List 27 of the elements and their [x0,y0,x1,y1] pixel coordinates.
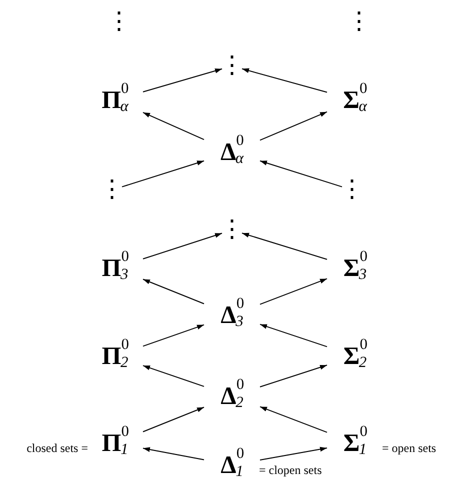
arrow [122,160,204,188]
arrow [260,160,342,188]
vertical-ellipsis: ⋮ [225,51,239,81]
arrow [242,232,328,260]
arrow [260,324,328,348]
vertical-ellipsis: ⋮ [345,175,359,205]
annotation-text: closed sets = [26,441,88,456]
annotation-text: = open sets [382,441,436,456]
vertical-ellipsis: ⋮ [347,10,371,34]
arrow [142,232,222,260]
vertical-ellipsis: ⋮ [225,215,239,245]
arrow [142,112,204,140]
vertical-ellipsis: ⋮ [107,10,131,34]
arrow [142,365,204,387]
arrow [260,278,328,305]
arrow [142,447,204,460]
arrow [260,364,328,388]
arrow [142,406,204,432]
arrow [142,324,204,347]
arrow [142,68,222,92]
arrow [142,278,204,304]
arrow [242,68,328,93]
arrow [260,111,328,141]
arrow [260,406,328,433]
annotation-text: = clopen sets [259,463,322,478]
arrow [260,446,328,460]
vertical-ellipsis: ⋮ [105,175,119,205]
